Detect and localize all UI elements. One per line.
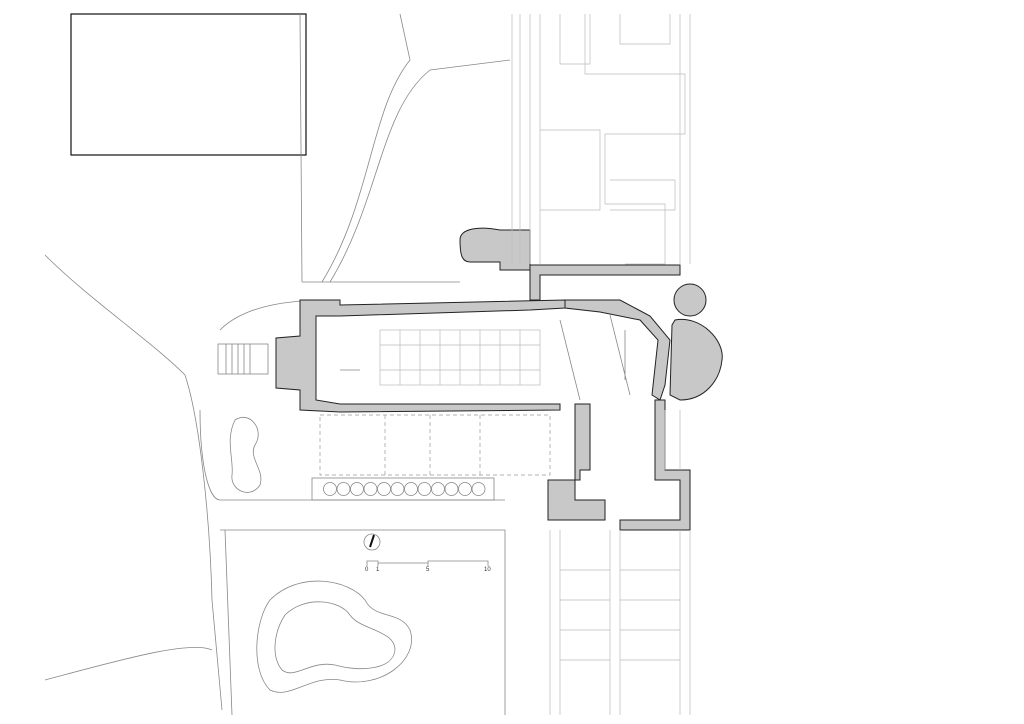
tree: [444, 482, 459, 496]
church-plan: [275, 227, 723, 531]
neighbouring-building: [70, 13, 307, 156]
road-outlines: [44, 13, 511, 716]
tree: [390, 482, 405, 496]
tree: [350, 482, 364, 496]
tree: [404, 482, 418, 496]
tree: [336, 482, 351, 496]
north-arrow-icon: [363, 533, 381, 551]
tree-row: [323, 482, 486, 496]
ponds: [229, 417, 412, 693]
scale-bar: [366, 560, 489, 566]
entrance-stair: [217, 343, 269, 375]
tree: [431, 482, 445, 496]
tree: [458, 482, 472, 496]
tree: [363, 482, 378, 496]
scale-label-5: 5: [426, 567, 430, 573]
scale-label-1: 1: [376, 567, 380, 573]
scale-label-0: 0: [365, 567, 369, 573]
tree: [417, 482, 432, 496]
tree: [377, 482, 391, 496]
tree: [323, 482, 337, 496]
adjacent-buildings: [511, 14, 691, 715]
scale-label-10: 10: [484, 567, 491, 573]
dashed-outline: [319, 414, 551, 476]
tree: [471, 482, 486, 496]
